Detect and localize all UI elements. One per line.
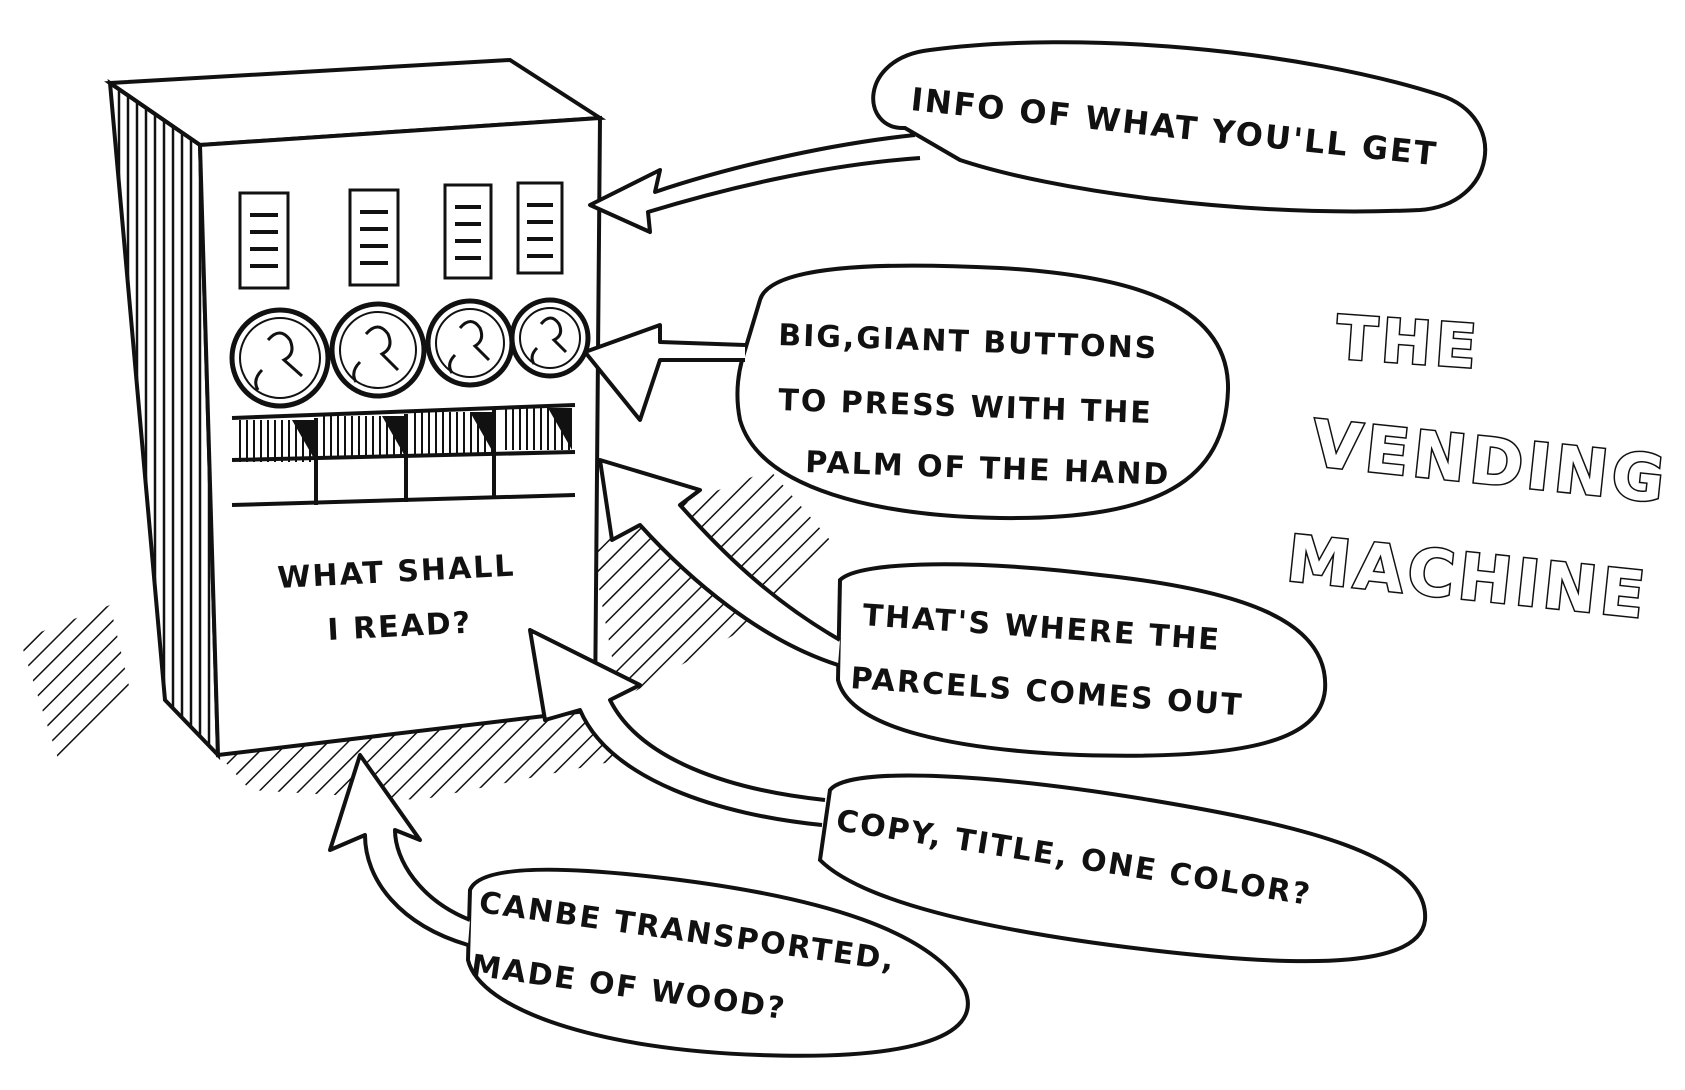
arrow-to-parcel-slots <box>598 458 841 667</box>
arrow-to-front-text <box>528 628 826 827</box>
machine-front-text-2: I READ? <box>327 605 473 648</box>
info-panel <box>348 188 400 287</box>
big-buttons <box>229 297 591 409</box>
parcel-slots <box>231 403 576 507</box>
vending-machine: WHAT SHALL I READ? <box>104 57 607 761</box>
parcel-slot[interactable] <box>412 410 496 498</box>
arrow-to-info-panels <box>588 133 921 234</box>
callout-wood: CANBE TRANSPORTED, MADE OF WOOD? <box>328 753 970 1058</box>
callout-info-bubble <box>871 40 1488 214</box>
callout-wood-bubble <box>465 867 970 1058</box>
callout-copy: COPY, TITLE, ONE COLOR? <box>528 628 1428 964</box>
info-panel <box>516 181 564 275</box>
info-panel <box>443 183 493 280</box>
callout-buttons-bubble <box>735 263 1231 521</box>
palm-button[interactable] <box>329 301 427 399</box>
callout-parcels-bubble <box>835 562 1328 758</box>
parcel-slot[interactable] <box>235 418 318 505</box>
callout-copy-bubble <box>817 773 1428 964</box>
arrow-to-machine-base <box>328 753 471 947</box>
title-line-1: THE <box>1334 303 1483 383</box>
palm-button[interactable] <box>509 297 591 379</box>
palm-button[interactable] <box>229 307 331 409</box>
parcel-slot[interactable] <box>500 408 572 450</box>
arrow-to-buttons <box>583 323 746 422</box>
title-line-2: VENDING <box>1308 407 1672 518</box>
info-panel <box>238 191 290 290</box>
callout-parcels: THAT'S WHERE THE PARCELS COMES OUT <box>598 458 1328 758</box>
callout-info: INFO OF WHAT YOU'LL GET <box>588 40 1488 234</box>
sketch-title: THE VENDING MACHINE <box>1282 302 1674 636</box>
palm-button[interactable] <box>425 298 515 388</box>
title-line-3: MACHINE <box>1283 522 1652 634</box>
parcel-slot[interactable] <box>322 414 408 502</box>
callout-buttons: BIG,GIANT BUTTONS TO PRESS WITH THE PALM… <box>583 263 1231 521</box>
info-panels <box>238 181 564 290</box>
